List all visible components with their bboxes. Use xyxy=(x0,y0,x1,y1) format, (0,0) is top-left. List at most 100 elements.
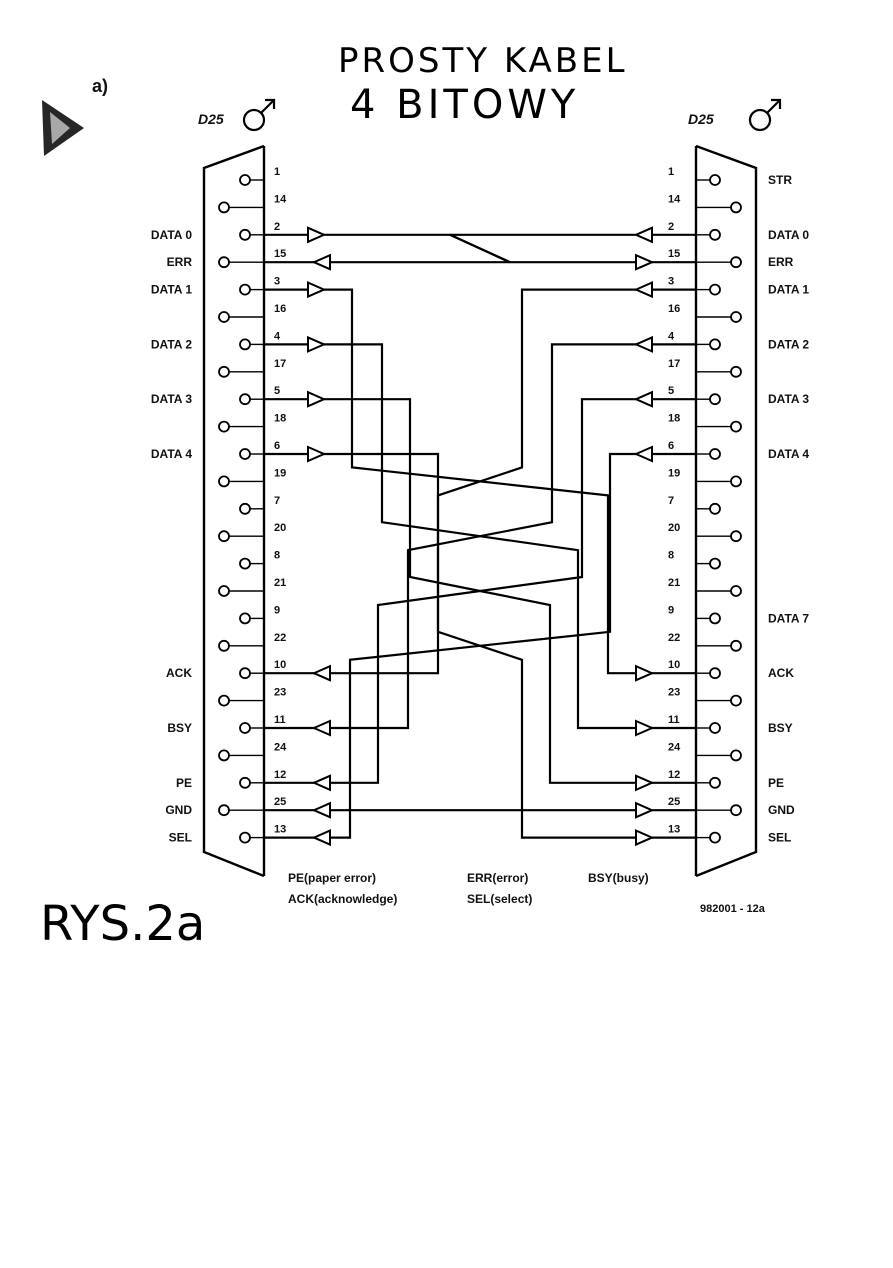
pin-number: 14 xyxy=(274,193,287,205)
pin-number: 25 xyxy=(668,796,680,808)
pin-number: 4 xyxy=(274,330,281,342)
signal-label: ACK xyxy=(166,666,192,680)
signal-label: ACK xyxy=(768,666,794,680)
pin-number: 25 xyxy=(274,796,286,808)
pin-number: 11 xyxy=(668,714,680,726)
figure-label: RYS.2a xyxy=(40,896,205,952)
signal-label: ERR xyxy=(167,255,193,269)
pin-number: 3 xyxy=(668,276,674,288)
pin-hole xyxy=(239,502,251,515)
pin-hole xyxy=(730,256,742,269)
driver-arrow-icon xyxy=(635,664,655,682)
driver-arrow-icon xyxy=(311,829,331,847)
signal-label: GND xyxy=(768,803,795,817)
title-line1: PROSTY KABEL xyxy=(338,41,628,81)
pin-number: 22 xyxy=(274,632,286,644)
signal-label: DATA 1 xyxy=(151,283,192,297)
signal-label: DATA 2 xyxy=(151,337,192,351)
pin-hole xyxy=(239,393,251,406)
pin-hole xyxy=(709,612,721,625)
pin-number: 24 xyxy=(274,741,287,753)
pin-hole xyxy=(730,365,742,378)
pin-number: 24 xyxy=(668,741,681,753)
cable-wire xyxy=(264,233,696,264)
pin-number: 8 xyxy=(274,550,280,562)
pin-number: 5 xyxy=(274,385,280,397)
pin-number: 18 xyxy=(274,413,286,425)
pin-number: 12 xyxy=(668,769,680,781)
pin-hole xyxy=(239,667,251,680)
pin-number: 13 xyxy=(274,824,286,836)
pin-hole xyxy=(730,749,742,762)
pin-number: 11 xyxy=(274,714,286,726)
pin-number: 10 xyxy=(274,659,286,671)
signal-label: BSY xyxy=(167,721,192,735)
pin-number: 9 xyxy=(668,604,674,616)
pin-hole xyxy=(730,585,742,597)
pin-hole xyxy=(730,694,742,707)
signal-label: DATA 4 xyxy=(151,447,192,461)
pin-hole xyxy=(239,612,251,625)
pin-hole xyxy=(730,420,742,433)
pin-hole xyxy=(709,722,721,734)
pin-number: 10 xyxy=(668,659,680,671)
male-symbol-icon xyxy=(748,98,782,132)
legend: PE(paper error) ACK(acknowledge) ERR(err… xyxy=(288,871,649,906)
pin-number: 20 xyxy=(668,522,680,534)
pin-number: 3 xyxy=(274,276,280,288)
pin-number: 13 xyxy=(668,824,680,836)
pin-number: 4 xyxy=(668,330,675,342)
pin-number: 15 xyxy=(274,248,286,260)
signal-label: SEL xyxy=(169,831,192,845)
pin-hole xyxy=(218,311,230,323)
pin-number: 5 xyxy=(668,385,674,397)
pin-number: 14 xyxy=(668,193,681,205)
pin-hole xyxy=(218,365,230,378)
wires xyxy=(264,226,696,847)
pin-number: 8 xyxy=(668,550,674,562)
signal-label: GND xyxy=(165,803,192,817)
pins: 1142153164175186197208219221023112412251… xyxy=(218,166,742,844)
pin-number: 7 xyxy=(668,495,674,507)
pin-hole xyxy=(709,776,721,789)
pin-hole xyxy=(709,393,721,406)
pin-number: 1 xyxy=(274,166,280,178)
pin-number: 16 xyxy=(274,303,286,315)
pin-hole xyxy=(218,201,230,214)
pin-hole xyxy=(709,283,721,296)
signal-label: DATA 1 xyxy=(768,283,809,297)
pin-hole xyxy=(709,448,721,460)
signal-label: SEL xyxy=(768,831,791,845)
pin-hole xyxy=(730,201,742,214)
signal-label: DATA 3 xyxy=(768,392,809,406)
signal-label: DATA 7 xyxy=(768,611,809,625)
pin-hole xyxy=(709,667,721,680)
pin-hole xyxy=(218,694,230,707)
pin-hole xyxy=(218,585,230,597)
pin-number: 22 xyxy=(668,632,680,644)
left-connector-name: D25 xyxy=(198,111,224,127)
cable-wire xyxy=(264,343,696,730)
left-connector-shell xyxy=(202,144,265,878)
driver-arrow-icon xyxy=(635,774,655,792)
pin-hole xyxy=(709,228,721,241)
signal-label: BSY xyxy=(768,721,793,735)
pin-hole xyxy=(218,475,230,488)
pin-hole xyxy=(709,338,721,351)
driver-arrow-icon xyxy=(635,801,655,819)
stamp-mark-icon xyxy=(42,100,84,156)
pin-hole xyxy=(730,639,742,652)
pin-number: 2 xyxy=(668,221,674,233)
pin-hole xyxy=(709,831,721,844)
pin-number: 19 xyxy=(274,467,286,479)
signal-label: DATA 3 xyxy=(151,392,192,406)
pin-hole xyxy=(239,228,251,241)
driver-arrow-icon xyxy=(633,281,653,299)
legend-err: ERR(error) xyxy=(467,871,528,885)
pin-hole xyxy=(218,749,230,762)
pin-number: 9 xyxy=(274,604,280,616)
pin-hole xyxy=(239,448,251,460)
title-line2: 4 BITOWY xyxy=(350,82,579,128)
pin-number: 6 xyxy=(274,440,280,452)
